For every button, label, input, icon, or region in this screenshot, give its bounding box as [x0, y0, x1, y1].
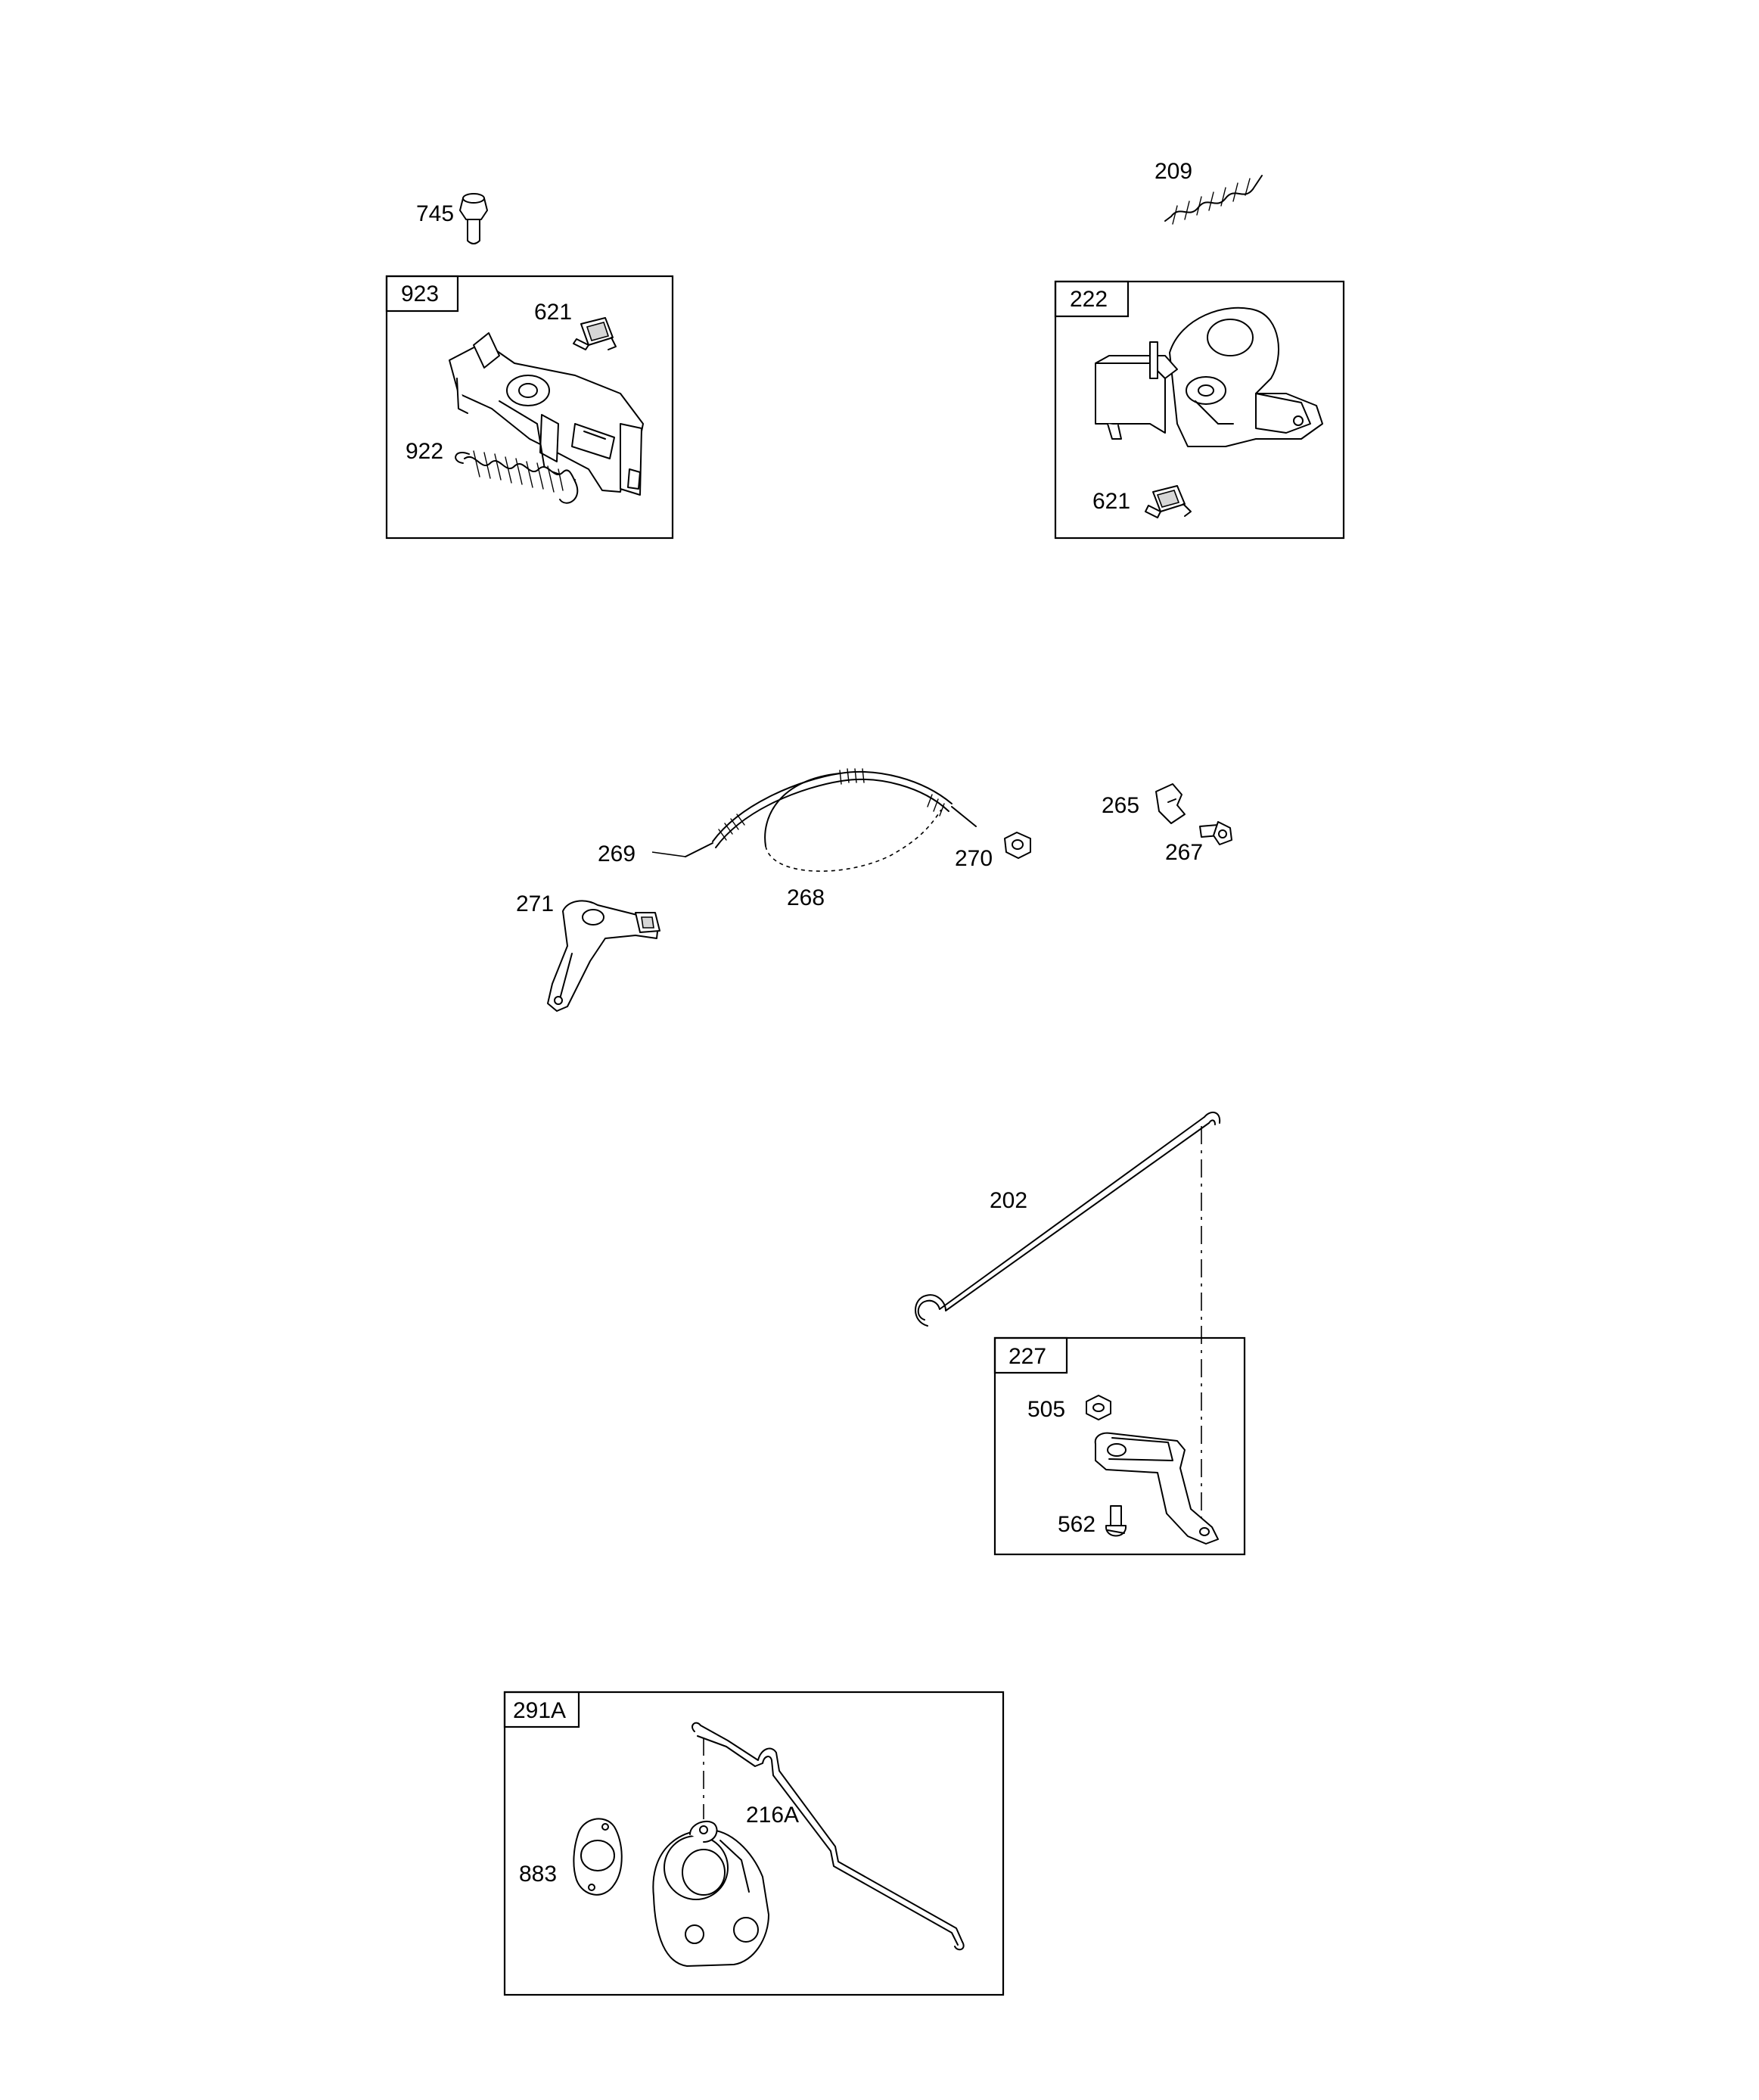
- part-267-screw: [1199, 821, 1232, 845]
- assembly-291A-label-box: [503, 1691, 580, 1728]
- callout-505: 505: [1027, 1397, 1065, 1422]
- part-745-bolt: [459, 193, 488, 244]
- callout-265: 265: [1102, 793, 1139, 818]
- part-227-lever: [1094, 1432, 1219, 1545]
- assembly-222-frame: [1054, 280, 1345, 540]
- assembly-227-label-box: [993, 1336, 1068, 1374]
- callout-216A: 216A: [746, 1803, 799, 1828]
- part-291A-adapter: [652, 1820, 769, 1967]
- part-271-bracket: [547, 900, 660, 1012]
- callout-883: 883: [519, 1862, 557, 1887]
- part-505-nut: [1086, 1395, 1111, 1420]
- part-270-nut: [1004, 832, 1031, 859]
- callout-270: 270: [955, 846, 993, 871]
- assembly-923-label: 923: [401, 282, 439, 306]
- callout-267: 267: [1165, 840, 1203, 865]
- callout-271: 271: [516, 891, 554, 916]
- callout-621-upper: 621: [534, 300, 572, 325]
- callout-209: 209: [1155, 159, 1192, 184]
- part-209-spring: [1164, 175, 1263, 225]
- part-222-bracket: [1095, 306, 1323, 447]
- part-265-clip: [1155, 783, 1186, 824]
- assembly-227-label: 227: [1008, 1344, 1046, 1369]
- callout-268: 268: [787, 885, 825, 910]
- callout-922: 922: [406, 439, 443, 464]
- assembly-227-frame: [993, 1336, 1246, 1556]
- part-216A-rod: [691, 1722, 965, 1951]
- part-562-screw: [1105, 1505, 1127, 1537]
- assembly-222-label: 222: [1070, 287, 1108, 312]
- part-883-gasket: [573, 1818, 623, 1896]
- part-268-cable: [685, 768, 977, 872]
- part-621-clip-upper: [573, 317, 617, 350]
- part-621-clip-222: [1145, 485, 1192, 518]
- assembly-291A-label: 291A: [513, 1698, 566, 1723]
- part-202-link-rod: [915, 1111, 1221, 1327]
- assembly-923-label-box: [385, 275, 459, 313]
- callout-621-222: 621: [1092, 489, 1130, 514]
- callout-202: 202: [990, 1188, 1027, 1213]
- callout-562: 562: [1058, 1512, 1095, 1537]
- part-923-bracket: [449, 332, 644, 496]
- part-922-spring: [455, 450, 579, 504]
- assembly-923-frame: [385, 275, 674, 540]
- assembly-222-label-box: [1054, 280, 1130, 318]
- callout-269: 269: [598, 842, 636, 866]
- assembly-291A-frame: [503, 1691, 1005, 1996]
- callout-745: 745: [416, 201, 454, 226]
- leader-269: [651, 851, 686, 857]
